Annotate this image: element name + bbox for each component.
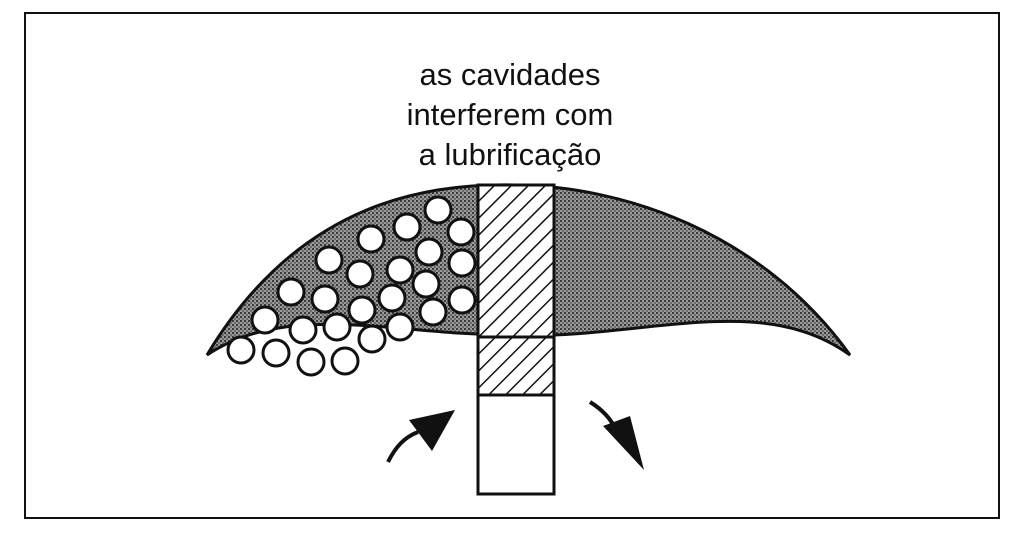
cavity	[356, 224, 386, 254]
cavity	[392, 212, 422, 242]
cavities	[226, 195, 477, 377]
cavity	[423, 195, 453, 225]
caption-line-2: interferem com	[406, 97, 614, 132]
hatched-band-section	[476, 183, 556, 339]
cavity	[345, 259, 375, 289]
arrow-left-curved-icon	[386, 410, 455, 463]
cavity	[310, 284, 340, 314]
cavity	[385, 312, 415, 342]
white-lower-block	[476, 393, 556, 496]
cavity	[411, 269, 441, 299]
cavity	[414, 237, 444, 267]
cavity	[226, 335, 256, 365]
cavity	[250, 305, 280, 335]
cavity	[418, 297, 448, 327]
cavity	[447, 285, 477, 315]
cavity	[447, 248, 477, 278]
cavity	[385, 255, 415, 285]
arrow-right-curved-icon	[588, 400, 644, 470]
cavity	[330, 346, 360, 376]
cavity	[314, 245, 344, 275]
caption-line-1: as cavidades	[419, 57, 601, 92]
caption-line-3: a lubrificação	[418, 137, 602, 172]
cavity	[276, 277, 306, 307]
cavity	[446, 217, 476, 247]
cavity	[377, 283, 407, 313]
cavity	[347, 295, 377, 325]
cavity	[288, 315, 318, 345]
cavity	[322, 312, 352, 342]
cavity	[296, 347, 326, 377]
hatched-lower-block	[476, 335, 556, 397]
cavity	[261, 338, 291, 368]
cavity	[357, 324, 387, 354]
